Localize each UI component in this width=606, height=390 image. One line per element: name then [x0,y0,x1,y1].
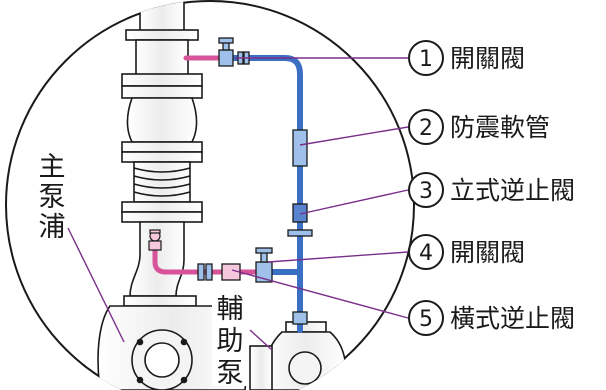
fittings [197,37,313,325]
pump-assembly [97,0,347,390]
callout-2: 2 防震軟管 [408,109,550,145]
callout-3-label: 立式逆止閥 [450,176,575,205]
callout-5: 5 橫式逆止閥 [408,300,575,336]
flange-5 [121,151,203,163]
aux-pump-label: 輔 助 泵 [212,290,248,389]
callout-line-2 [299,126,409,146]
callout-1-circle [408,40,444,76]
callout-2-number: 2 [419,116,433,141]
flange-4 [121,141,203,153]
valve-4-handle [255,247,273,254]
callout-line-main-pump [67,227,125,343]
flange-2 [121,73,203,87]
bellows-coils [133,167,191,197]
callout-1: 1 開關閥 [408,40,525,76]
callout-2-circle [408,109,444,145]
callout-3-circle [408,172,444,208]
aux-pump-label-backing [212,290,248,386]
pink-branch-bottom [152,245,259,275]
aux-pump-char-3: 泵 [217,358,244,389]
check-valve-body [126,97,198,143]
callout-1-label: 開關閥 [450,44,525,73]
callout-3-number: 3 [419,179,433,204]
aux-pump-char-2: 助 [217,326,244,357]
aux-impeller [288,351,322,385]
flange-7 [121,211,203,223]
pink-pipework [152,55,259,275]
callout-4-circle [408,234,444,270]
callout-lines [67,57,409,351]
main-pump-label: 主 泵 浦 [39,152,66,243]
callout-line-aux-pump [249,329,273,351]
flex-hose [292,129,308,167]
impeller-hub [144,342,180,378]
valve-1-handle [218,37,234,44]
main-pump-char-2: 泵 [39,182,66,213]
upper-pipe [135,39,189,76]
callout-line-4 [267,251,409,263]
view-circle [5,0,415,390]
callout-1-number: 1 [419,47,433,72]
callout-2-label: 防震軟管 [450,113,550,142]
callout-4-number: 4 [419,241,433,266]
callout-4: 4 開關閥 [408,234,525,270]
callout-5-number: 5 [419,307,433,332]
callout-5-label: 橫式逆止閥 [450,304,575,333]
aux-pump-char-1: 輔 [217,294,244,325]
main-pump-char-3: 浦 [39,212,66,243]
callout-3: 3 立式逆止閥 [408,172,575,208]
pump-top-flange [123,295,197,307]
valve-1-body [218,49,234,67]
callout-line-5 [231,269,409,319]
aux-motor-stub [249,345,273,390]
callout-5-circle [408,300,444,336]
flange-3 [121,85,203,99]
flange-6 [121,201,203,213]
main-pump-char-1: 主 [39,152,66,183]
callout-line-3 [299,189,409,215]
top-flange [125,29,199,41]
pink-stop-valve [148,229,162,251]
callout-4-label: 開關閥 [450,238,525,267]
